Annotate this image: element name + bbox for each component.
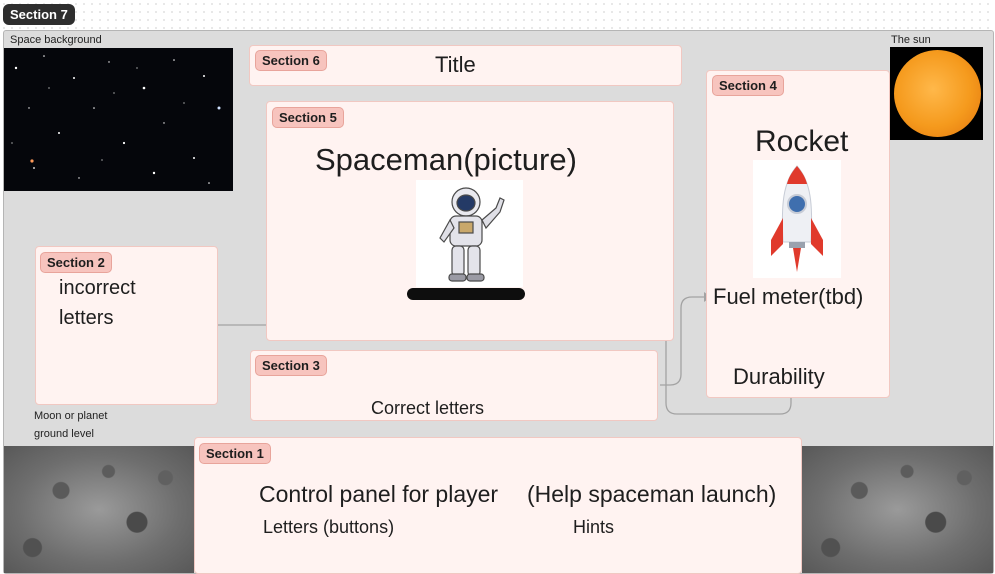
section-5-title: Spaceman(picture) bbox=[315, 142, 577, 177]
section-4-tag: Section 4 bbox=[712, 75, 784, 96]
section-3-tag: Section 3 bbox=[255, 355, 327, 376]
space-image bbox=[4, 48, 233, 191]
sun-label: The sun bbox=[891, 34, 931, 46]
moon-surface-image-right bbox=[802, 446, 993, 573]
correct-letters-label: Correct letters bbox=[371, 398, 485, 418]
section-6[interactable]: Section 6 Title bbox=[249, 45, 682, 86]
frame-tag-section-7[interactable]: Section 7 bbox=[3, 4, 75, 25]
ground-scribble bbox=[407, 288, 525, 300]
connector-section3-to-section4 bbox=[660, 296, 704, 386]
section-6-title: Title bbox=[435, 52, 476, 77]
control-panel-label: Control panel for player bbox=[259, 481, 499, 507]
section-6-tag: Section 6 bbox=[255, 50, 327, 71]
durability-label: Durability bbox=[733, 364, 825, 389]
astronaut-image bbox=[416, 180, 523, 287]
hints-label: Hints bbox=[573, 517, 615, 537]
help-spaceman-label: (Help spaceman launch) bbox=[527, 481, 777, 507]
letters-buttons-label: Letters (buttons) bbox=[263, 517, 395, 537]
sun-image bbox=[890, 47, 983, 140]
section-2-tag: Section 2 bbox=[40, 252, 112, 273]
fuel-meter-label: Fuel meter(tbd) bbox=[713, 284, 864, 309]
section-1[interactable]: Section 1 Control panel for player (Help… bbox=[194, 437, 802, 574]
space-background-label: Space background bbox=[10, 34, 102, 46]
moon-label-line1: Moon or planet bbox=[34, 410, 108, 422]
moon-label-line2: ground level bbox=[34, 428, 94, 440]
incorrect-letters-line2: letters bbox=[59, 307, 114, 329]
section-5-tag: Section 5 bbox=[272, 107, 344, 128]
section-4-title: Rocket bbox=[755, 125, 849, 158]
section-3[interactable]: Section 3 Correct letters bbox=[250, 350, 658, 421]
section-1-tag: Section 1 bbox=[199, 443, 271, 464]
incorrect-letters-line1: incorrect bbox=[59, 277, 136, 299]
section-2[interactable]: Section 2 incorrect letters bbox=[35, 246, 218, 405]
moon-surface-image-left bbox=[4, 446, 194, 573]
rocket-image bbox=[753, 160, 841, 278]
